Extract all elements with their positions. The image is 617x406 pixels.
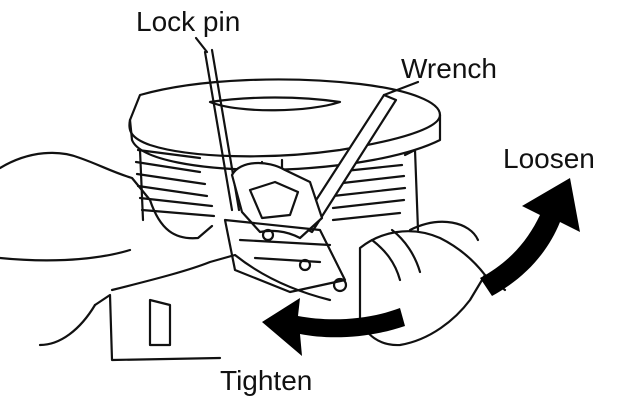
cooling-fins-left xyxy=(134,148,216,222)
wrench-label: Wrench xyxy=(401,53,497,84)
housing-panel xyxy=(148,298,172,347)
tighten-label: Tighten xyxy=(220,365,313,396)
housing-outline xyxy=(110,253,332,302)
housing-lower xyxy=(93,293,222,362)
bolt-1 xyxy=(261,228,275,242)
right-hand-finger xyxy=(370,228,422,282)
loosen-arrow-icon xyxy=(480,178,580,296)
right-hand-back xyxy=(408,220,480,242)
bolt-3 xyxy=(332,277,348,293)
wrench-jaw xyxy=(230,161,324,240)
left-arm-outline xyxy=(0,248,132,262)
lock-pin-leader xyxy=(194,36,209,54)
flywheel-slot xyxy=(208,96,342,112)
loosen-label: Loosen xyxy=(503,143,595,174)
housing-left-edge xyxy=(38,303,97,347)
left-hand-outline xyxy=(0,151,214,240)
wrench-leader xyxy=(382,80,420,97)
cooling-fins-right xyxy=(331,148,420,232)
mechanism-arm xyxy=(238,238,332,264)
wrench-jaw-inner xyxy=(248,180,300,220)
lock-pin-label: Lock pin xyxy=(136,6,241,37)
tighten-arrow-icon xyxy=(262,298,405,356)
mechanism-plate xyxy=(223,218,347,294)
